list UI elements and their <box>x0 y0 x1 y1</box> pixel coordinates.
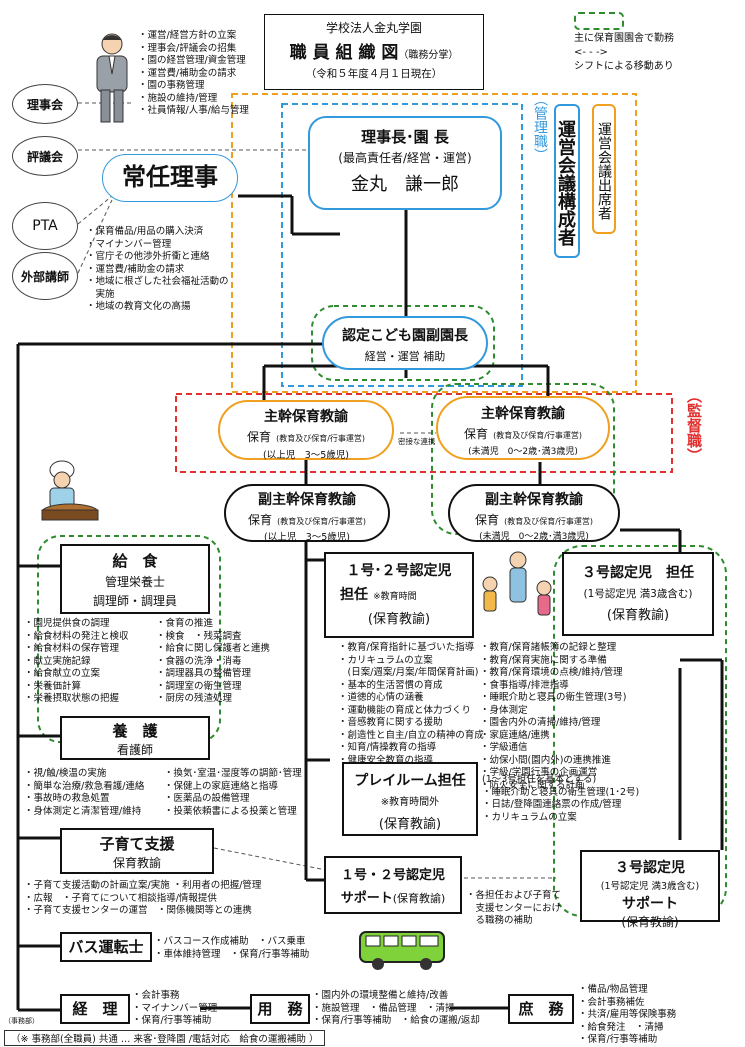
bus-duties: ・バスコース作成補助 ・バス乗車 ・車体維持管理 ・保育/行事等補助 <box>154 936 310 960</box>
page-title-sub: （職務分掌） <box>398 50 459 61</box>
title-box: 学校法人金丸学園 職 員 組 織 図（職務分掌） （令和５年度４月１日現在） <box>264 14 484 90</box>
kanri-label: （管理職） <box>532 92 548 162</box>
support3-box: ３号認定児 (1号認定児 満3歳含む) サポート (保育教諭) <box>580 850 720 929</box>
legend-green-label: 主に保育園園舎で勤務 <box>574 33 674 44</box>
director-duties-list: ・運営/経営方針の立案 ・理事会/評議会の招集 ・園の経営管理/資金管理 ・運営… <box>138 30 249 116</box>
mitsu-label: 密接な連携 <box>398 437 436 446</box>
tannin3-duties: ・教育/保育諸帳簿の記録と整理 ・教育/保育実施に関する準備 ・教育/保育環境の… <box>480 642 627 791</box>
jimubu-label: （事務部） <box>4 1017 39 1025</box>
legend: 主に保育園園舎で勤務 <‐ ‐ ‐> シフトによる移動あり <box>574 12 734 74</box>
yomu-duties: ・園内外の環境整備と維持/改善 ・施設管理 ・備品管理 ・清掃 ・保育/行事等補… <box>312 990 480 1026</box>
tannin3-box: ３号認定児 担任 (1号認定児 満3歳含む) (保育教諭) <box>562 552 714 636</box>
playroom-duties: (1～3号担任を基本とする) ・睡眠介助と寝具の衛生管理(1･2号) ・日誌/登… <box>482 774 640 823</box>
page-title: 職 員 組 織 図 <box>289 43 399 63</box>
circle-rijikai: 理事会 <box>12 84 78 124</box>
rijicho-box: 理事長･園 長 (最高責任者/経営・運営) 金丸 謙一郎 <box>308 116 502 210</box>
shomu-duties: ・備品/物品管理 ・会計事務補佐 ・共済/雇用等保険事務 ・給食発注 ・清掃 ・… <box>578 984 677 1045</box>
org-name: 学校法人金丸学園 <box>325 21 422 35</box>
vice-principal-title: 認定こども園副園長 <box>342 328 468 344</box>
kyushoku-box: 給 食 管理栄養士 調理師・調理員 <box>60 544 210 614</box>
legend-green-swatch <box>574 12 624 30</box>
yomu-box: 用 務 <box>250 994 310 1024</box>
legend-arrow: <‐ ‐ ‐> <box>574 47 608 58</box>
kosodate-box: 子育て支援 保育教諭 <box>60 828 214 874</box>
circle-pta: PTA <box>12 202 78 250</box>
rijicho-sub: (最高責任者/経営・運営) <box>338 151 472 165</box>
support12-box: １号・２号認定児 サポート(保育教諭) <box>324 856 462 914</box>
chief-teacher-right: 主幹保育教諭 保育 (教育及び保育/行事運営) (未満児 0～2歳･満3歳児) <box>436 396 610 460</box>
cook-icon <box>41 460 99 521</box>
tannin12-duties: ・教育/保育指針に基づいた指導 ・カリキュラムの立案 (日案/週案/月案/年間保… <box>338 642 484 766</box>
kosodate-duties: ・子育て支援活動の計画立案/実施 ・利用者の把握/管理 ・広報 ・子育てについて… <box>24 880 262 916</box>
yogo-duties-a: ・視/触/検温の実施 ・簡単な治療/救急看護/連絡 ・事故時の救急処置 ・身体測… <box>24 768 145 817</box>
playroom-box: プレイルーム担任 ※教育時間外 (保育教諭) <box>342 762 478 836</box>
support12-duties: ・各担任および子育て 支援センターにおけ る職務の補助 <box>466 890 562 926</box>
vice-chief-left: 副主幹保育教諭 保育 (教育及び保育/行事運営) (以上児 3～5歳児) <box>224 484 390 543</box>
director-person-icon <box>96 33 128 123</box>
chief-teacher-left: 主幹保育教諭 保育 (教育及び保育/行事運営) (以上児 3～5歳児) <box>218 400 394 461</box>
tannin12-box: １号･２号認定児 担任 ※教育時間 (保育教諭) <box>324 552 474 638</box>
vice-principal-box: 認定こども園副園長 経営・運営 補助 <box>322 316 488 370</box>
keiri-box: 経 理 <box>60 994 130 1024</box>
joninriji-box: 常任理事 <box>102 154 238 202</box>
circle-hyogikai: 評議会 <box>12 136 78 176</box>
bus-icon <box>359 931 445 970</box>
keiri-duties: ・会計事務 ・マイナンバー管理 ・保育/行事等補助 <box>132 990 218 1026</box>
yogo-duties-b: ・換気･室温･湿度等の調節･管理 ・保健上の家庭連絡と指導 ・医薬品の設備管理 … <box>164 768 302 817</box>
circle-gaibu-koshi: 外部講師 <box>12 252 78 300</box>
teacher-children-icon <box>482 551 552 616</box>
legend-arrow-label: シフトによる移動あり <box>574 61 674 72</box>
rijicho-title: 理事長･園 長 <box>361 128 449 146</box>
unei-attendee-label: 運営会議出席者 <box>592 104 616 234</box>
bus-driver-box: バス運転士 <box>60 932 152 962</box>
vice-chief-right: 副主幹保育教諭 保育 (教育及び保育/行事運営) (未満児 0～2歳･満3歳児) <box>448 484 620 542</box>
vice-principal-sub: 経営・運営 補助 <box>364 350 446 363</box>
footer-note: （※ 事務部(全職員) 共通 … 来客･登降園 /電話対応 給食の運搬補助 ） <box>4 1030 326 1046</box>
kyushoku-duties-a: ・園児提供食の調理 ・給食材料の発注と検収 ・給食材料の保存管理 ・献立実施記録… <box>24 618 129 704</box>
yogo-box: 養 護 看護師 <box>60 716 210 760</box>
shomu-box: 庶 務 <box>508 994 574 1024</box>
date-label: （令和５年度４月１日現在） <box>305 68 443 80</box>
riji-duties-list: ・保育備品/用品の購入決済 ・マイナンバー管理 ・官庁その他渉外折衝と連絡 ・運… <box>86 226 229 312</box>
kyushoku-duties-b: ・食育の推進 ・検食 ・残菜調査 ・給食に関し保護者と連携 ・食器の洗浄・消毒 … <box>156 618 271 704</box>
unei-member-label: 運営会議構成者 <box>554 104 580 258</box>
kantoku-label: （監督職） <box>685 388 703 463</box>
rijicho-name: 金丸 謙一郎 <box>351 174 459 195</box>
